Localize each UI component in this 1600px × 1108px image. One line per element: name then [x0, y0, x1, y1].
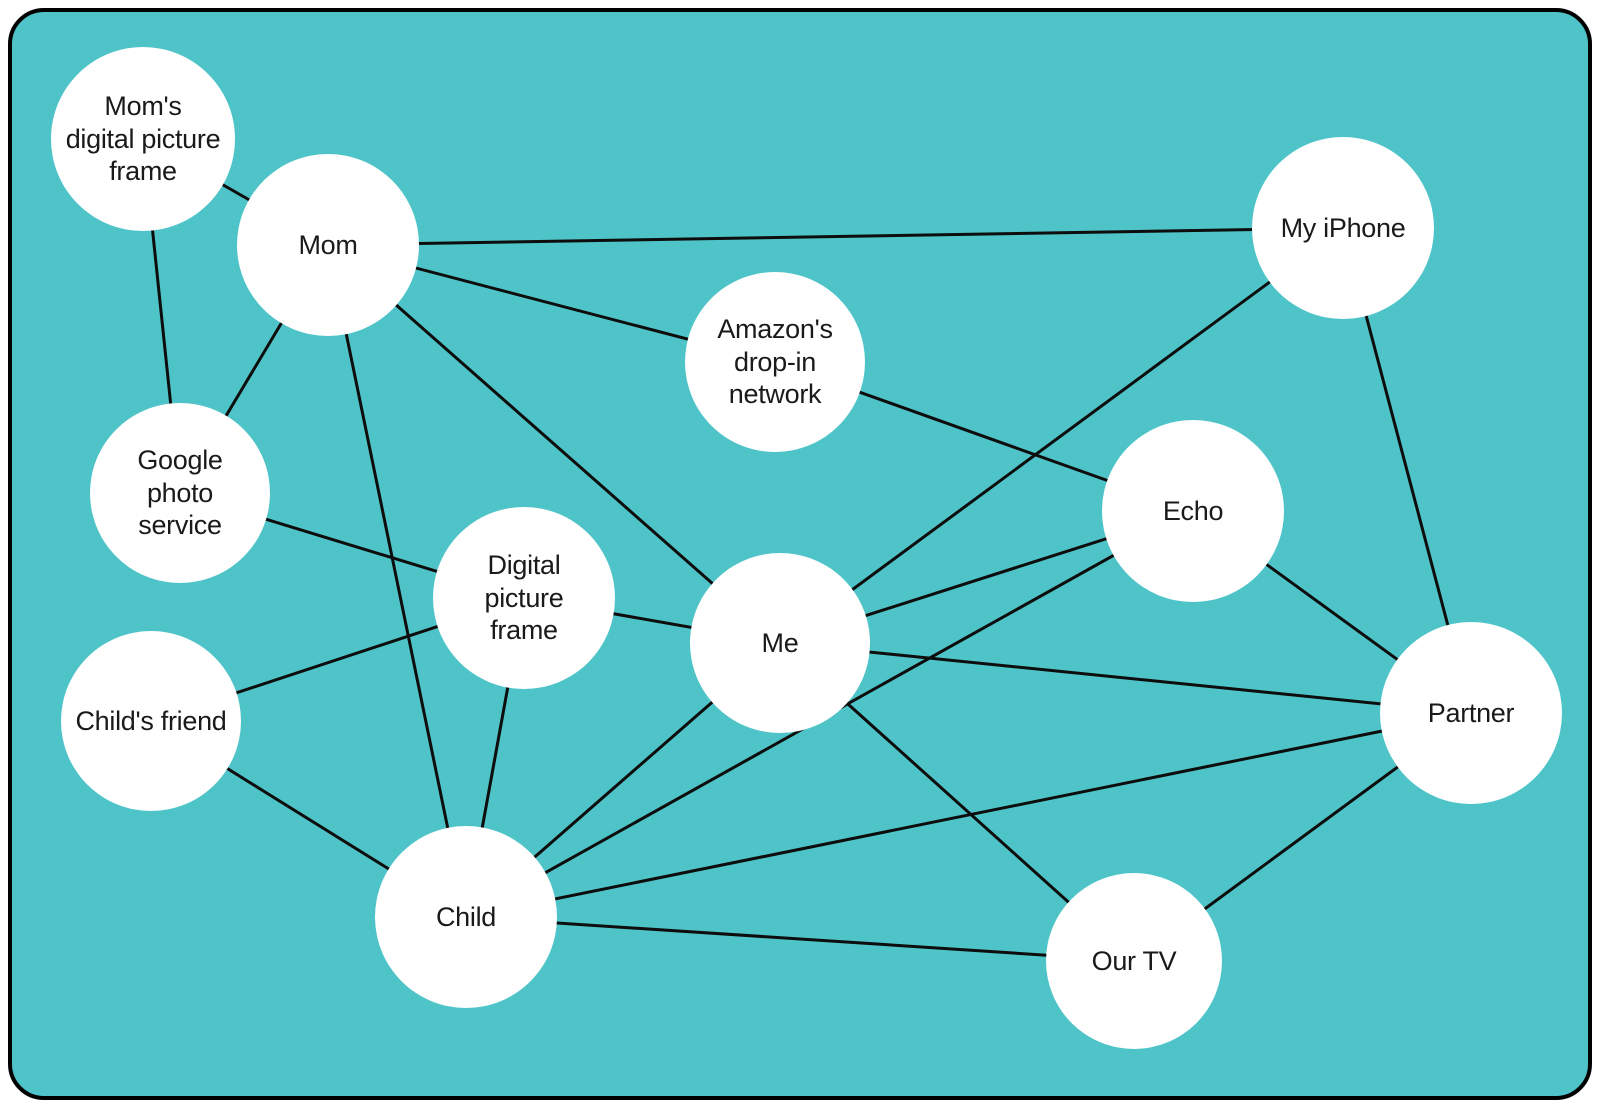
node-label: Amazon's drop-in network [717, 313, 833, 410]
edge-child--our-tv [465, 915, 1135, 963]
node-our-tv: Our TV [1046, 873, 1222, 1049]
node-echo: Echo [1102, 420, 1284, 602]
node-amazons-drop-in-network: Amazon's drop-in network [685, 272, 865, 452]
node-me: Me [690, 553, 870, 733]
node-label: Echo [1162, 495, 1224, 526]
edge-me--partner [779, 641, 1472, 715]
node-label: Mom's digital picture frame [65, 90, 221, 187]
node-digital-picture-frame: Digital picture frame [433, 507, 615, 689]
node-partner: Partner [1380, 622, 1562, 804]
node-label: Google photo service [137, 444, 223, 541]
node-my-iphone: My iPhone [1252, 137, 1434, 319]
edge-mom--me [327, 243, 781, 645]
node-label: Partner [1427, 697, 1515, 728]
edge-mom--child [326, 244, 468, 918]
node-childs-friend: Child's friend [61, 631, 241, 811]
node-label: Child [435, 901, 497, 932]
edge-me--my-iphone [779, 226, 1344, 645]
edge-child--partner [465, 711, 1472, 919]
node-label: Our TV [1091, 945, 1177, 976]
node-moms-digital-picture-frame: Mom's digital picture frame [51, 47, 235, 231]
node-label: Child's friend [75, 705, 227, 736]
node-label: My iPhone [1280, 212, 1406, 243]
node-child: Child [375, 826, 557, 1008]
edge-mom--my-iphone [327, 226, 1344, 247]
node-label: Digital picture frame [484, 549, 564, 646]
node-label: Mom [298, 229, 358, 260]
node-label: Me [761, 627, 799, 658]
node-mom: Mom [237, 154, 419, 336]
node-google-photo-service: Google photo service [90, 403, 270, 583]
